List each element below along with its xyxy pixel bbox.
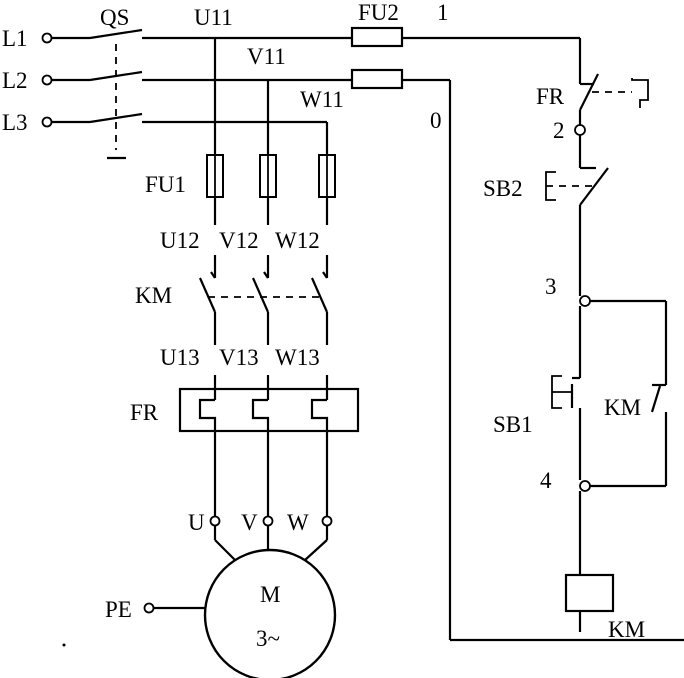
- label-w11: W11: [300, 87, 344, 112]
- label-v13: V13: [219, 345, 259, 370]
- label-motor-type: 3~: [256, 626, 280, 651]
- label-fr-main: FR: [130, 400, 159, 425]
- label-motor: M: [260, 582, 280, 607]
- label-fu1: FU1: [145, 172, 186, 197]
- label-km-aux: KM: [604, 395, 641, 420]
- label-w13: W13: [275, 345, 320, 370]
- label-w12: W12: [275, 228, 320, 253]
- fu2-fuse-1: [350, 26, 404, 48]
- return-line-0: [448, 80, 684, 642]
- km-main-contacts: [198, 271, 329, 345]
- label-u12: U12: [160, 228, 200, 253]
- label-node-4: 4: [540, 468, 552, 493]
- fu2-fuses: [350, 26, 404, 90]
- terminal-pe: [143, 602, 155, 614]
- label-sb1: SB1: [493, 412, 533, 437]
- node-2: [574, 124, 586, 136]
- label-node-1: 1: [437, 0, 449, 25]
- label-u11: U11: [194, 5, 233, 30]
- label-km-coil: KM: [608, 617, 645, 642]
- label-fu2: FU2: [358, 0, 399, 25]
- stray-dot: [62, 643, 66, 647]
- label-sb2: SB2: [483, 176, 523, 201]
- label-node-0: 0: [430, 108, 442, 133]
- fu2-fuse-2: [350, 68, 404, 90]
- label-km-main: KM: [135, 283, 172, 308]
- terminal-w: [321, 515, 333, 527]
- terminal-u: [209, 515, 221, 527]
- label-w: W: [287, 510, 309, 535]
- label-v12: V12: [219, 228, 259, 253]
- qs-switch: [89, 28, 143, 160]
- label-l2: L2: [2, 68, 28, 93]
- label-fr-ctrl: FR: [536, 84, 565, 109]
- label-pe: PE: [105, 597, 132, 622]
- label-node-2: 2: [553, 118, 565, 143]
- control-circuit: [545, 38, 668, 632]
- label-u: U: [188, 510, 205, 535]
- terminal-v: [262, 515, 274, 527]
- supply-terminals: [41, 32, 90, 128]
- label-l1: L1: [2, 26, 28, 51]
- terminal-l2: [41, 74, 53, 86]
- label-v: V: [241, 510, 258, 535]
- km-coil: [564, 573, 615, 613]
- motor-circle: [203, 548, 337, 678]
- fr-thermal-relay: [178, 375, 360, 516]
- labels: L1 L2 L3 QS U11 V11 W11 FU2 1 0 FU1 U12 …: [2, 0, 645, 651]
- phase-branches: [206, 38, 336, 278]
- label-node-3: 3: [545, 274, 557, 299]
- node-3: [579, 295, 591, 307]
- terminal-l3: [41, 116, 53, 128]
- terminal-l1: [41, 32, 53, 44]
- motor-group: [143, 515, 337, 678]
- label-v11: V11: [247, 44, 286, 69]
- node-4: [579, 480, 591, 492]
- label-u13: U13: [160, 345, 200, 370]
- label-qs: QS: [100, 5, 129, 30]
- label-l3: L3: [2, 110, 28, 135]
